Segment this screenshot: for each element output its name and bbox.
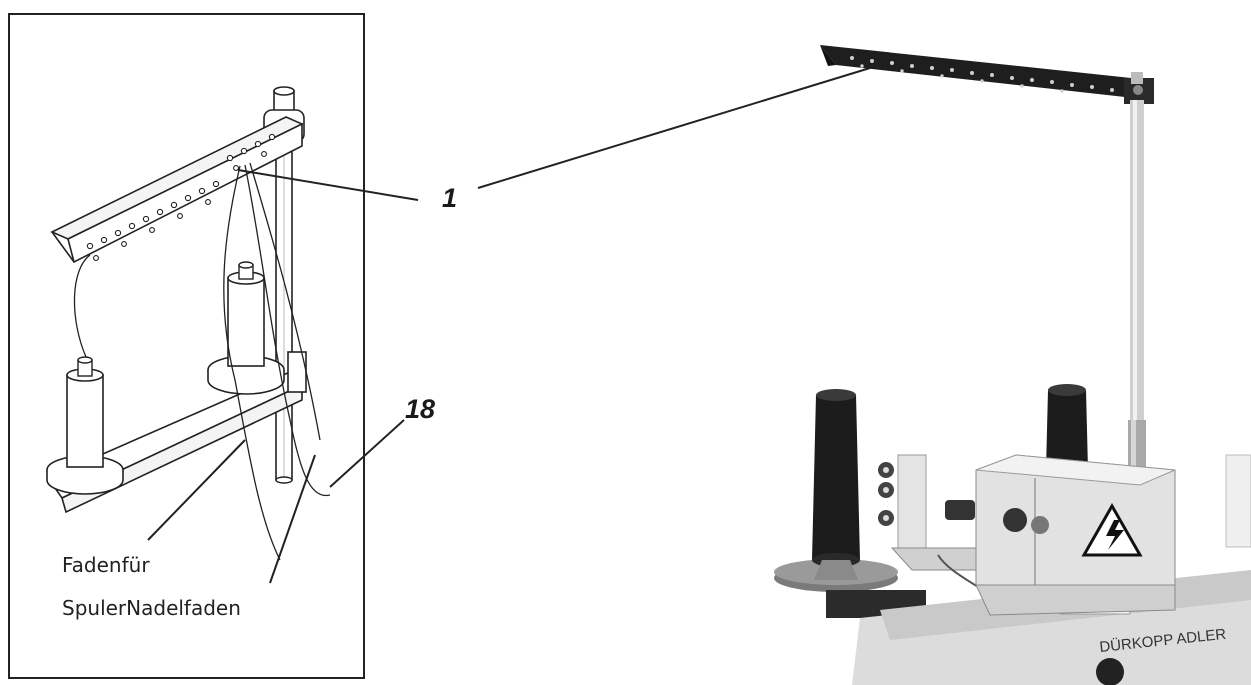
drawing-leader-lines — [147, 169, 419, 584]
warning-triangle-icon — [1081, 502, 1143, 557]
callout-number-18: 18 — [405, 394, 435, 424]
drawing-threads — [73, 162, 331, 561]
photo-thread-stand-bar — [820, 45, 1154, 104]
photo-upright-pole — [1128, 72, 1146, 468]
drawing-guide-holes — [86, 133, 276, 261]
drawing-upright-rod — [275, 129, 293, 484]
photo-leader-line — [477, 67, 871, 189]
drawing-spool-holder-left — [46, 356, 124, 495]
photo-rendering: DÜRKOPP ADLER — [774, 45, 1251, 685]
photo-bar-holes — [850, 56, 1114, 93]
photo-side-bracket — [1225, 454, 1251, 548]
drawing-thread-guide-bar — [50, 116, 304, 264]
caption-line-2: SpulerNadelfaden — [62, 596, 241, 620]
photo-thread-cone-right — [1046, 384, 1088, 470]
caption-line-1: Fadenfür — [62, 553, 150, 577]
callout-number-1: 1 — [442, 183, 457, 213]
panel-frame — [8, 13, 365, 679]
photo-electrical-box — [975, 454, 1176, 616]
drawing-panel: Fadenfür SpulerNadelfaden — [8, 13, 419, 679]
photo-thread-cone-left — [774, 389, 898, 592]
